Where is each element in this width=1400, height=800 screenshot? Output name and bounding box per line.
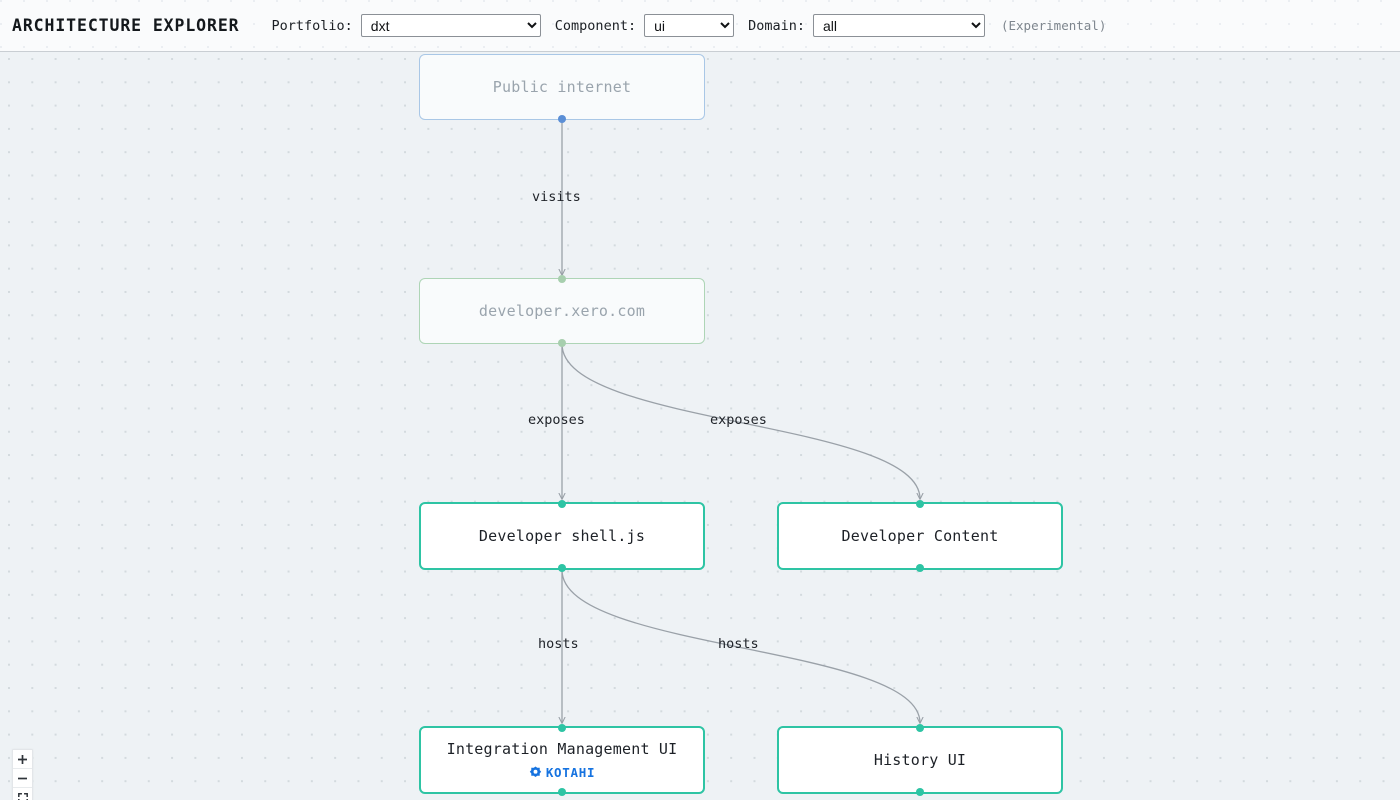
node-handle-bottom[interactable] [916, 788, 924, 796]
edge-layer [0, 120, 1400, 800]
graph-node-label: History UI [873, 750, 967, 769]
node-handle-bottom[interactable] [916, 564, 924, 572]
graph-node-label: developer.xero.com [478, 301, 646, 320]
node-handle-bottom[interactable] [558, 788, 566, 796]
graph-node-integration-mgmt[interactable]: Integration Management UI KOTAHI [419, 724, 705, 796]
graph-node-label: Developer shell.js [478, 526, 646, 545]
plus-icon [18, 754, 27, 764]
fit-view-button[interactable] [13, 788, 32, 800]
edge-label-e2: exposes [528, 412, 585, 428]
zoom-in-button[interactable] [13, 750, 32, 769]
node-handle-top[interactable] [916, 500, 924, 508]
portfolio-select[interactable]: dxt [360, 14, 541, 37]
graph-node-label: Developer Content [841, 526, 999, 545]
experimental-note: (Experimental) [1000, 18, 1107, 33]
domain-filter-group: Domain: all [748, 14, 985, 37]
component-select[interactable]: ui [644, 14, 735, 37]
edge-label-e5: hosts [718, 636, 759, 652]
node-handle-bottom[interactable] [558, 115, 566, 123]
portfolio-filter-group: Portfolio: dxt [272, 14, 541, 37]
zoom-controls[interactable] [12, 749, 33, 800]
edge-label-e1: visits [532, 189, 581, 205]
edge-label-e3: exposes [710, 412, 767, 428]
app-header: ARCHITECTURE EXPLORER Portfolio: dxt Com… [0, 0, 1400, 52]
component-filter-group: Component: ui [554, 14, 735, 37]
fit-view-icon [17, 792, 28, 800]
kotahi-badge: KOTAHI [529, 765, 595, 780]
edge-label-e4: hosts [538, 636, 579, 652]
node-handle-top[interactable] [558, 500, 566, 508]
graph-node-label: Integration Management UI [446, 739, 678, 758]
component-label: Component: [554, 17, 637, 34]
kotahi-badge-label: KOTAHI [545, 765, 596, 781]
graph-node-developer-content[interactable]: Developer Content [777, 500, 1063, 572]
portfolio-label: Portfolio: [271, 17, 353, 34]
graph-node-developer-xero[interactable]: developer.xero.com [419, 275, 705, 347]
node-handle-top[interactable] [558, 275, 566, 283]
graph-node-public-internet[interactable]: Public internet [419, 54, 705, 123]
minus-icon [18, 777, 27, 779]
domain-select[interactable]: all [812, 14, 985, 37]
kotahi-gear-icon [529, 766, 541, 778]
graph-node-history-ui[interactable]: History UI [777, 724, 1063, 796]
page-title: ARCHITECTURE EXPLORER [12, 16, 240, 35]
node-handle-bottom[interactable] [558, 339, 566, 347]
graph-node-label: Public internet [492, 77, 632, 96]
zoom-out-button[interactable] [13, 769, 32, 788]
graph-node-developer-shell[interactable]: Developer shell.js [419, 500, 705, 572]
node-handle-bottom[interactable] [558, 564, 566, 572]
node-handle-top[interactable] [916, 724, 924, 732]
node-handle-top[interactable] [558, 724, 566, 732]
domain-label: Domain: [748, 17, 805, 34]
